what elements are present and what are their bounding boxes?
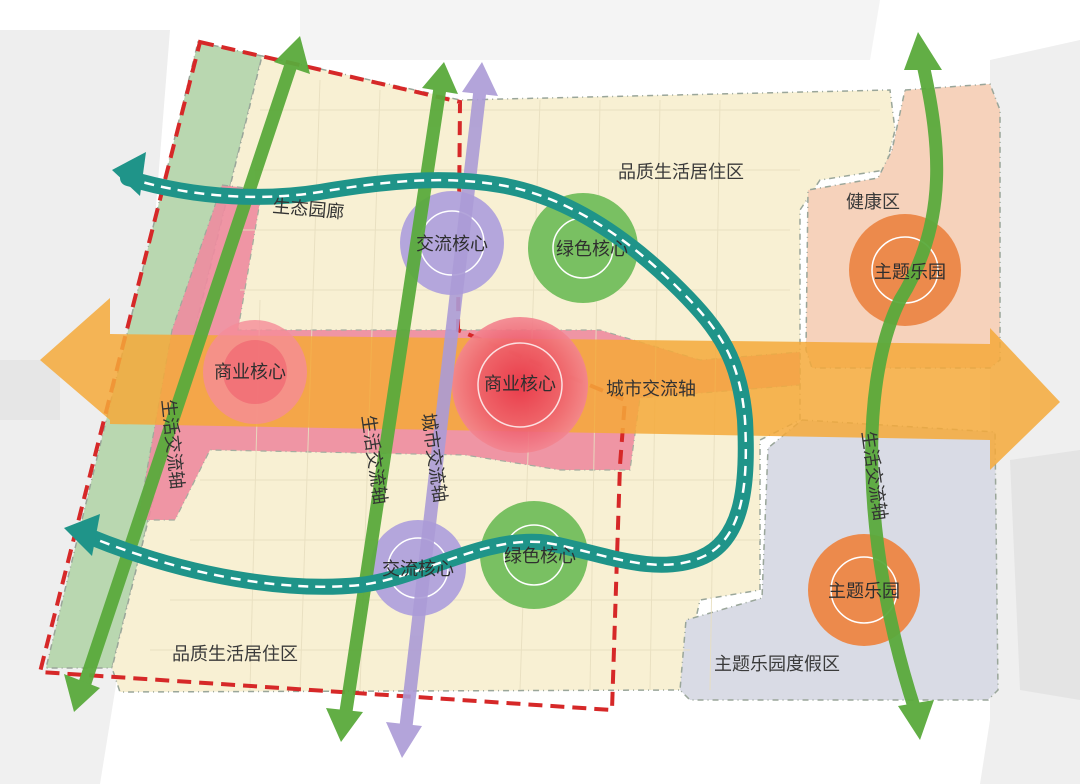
green-core-south bbox=[480, 501, 588, 609]
commercial-core-west-label: 商业核心 bbox=[214, 362, 286, 383]
city-axis-label: 城市交流轴 bbox=[606, 379, 696, 400]
green-core-north-label: 绿色核心 bbox=[556, 239, 628, 260]
commercial-core-center bbox=[452, 317, 588, 453]
residential-south-label: 品质生活居住区 bbox=[172, 644, 298, 665]
green-core-south-label: 绿色核心 bbox=[504, 546, 576, 567]
theme-core-south-label: 主题乐园 bbox=[828, 581, 900, 602]
purple-axis-arrow bbox=[386, 62, 498, 758]
exchange-core-south-label: 交流核心 bbox=[382, 559, 454, 580]
residential-north-label: 品质生活居住区 bbox=[618, 162, 744, 183]
cores bbox=[203, 191, 961, 646]
exchange-core-north-label: 交流核心 bbox=[416, 234, 488, 255]
eco-corridor bbox=[64, 152, 754, 595]
health-zone-label: 健康区 bbox=[846, 192, 900, 213]
resort-zone-label: 主题乐园度假区 bbox=[714, 654, 840, 675]
commercial-core-center-label: 商业核心 bbox=[484, 374, 556, 395]
commercial-core-west bbox=[203, 320, 307, 424]
green-axes bbox=[64, 32, 944, 742]
theme-core-north-label: 主题乐园 bbox=[874, 262, 946, 283]
